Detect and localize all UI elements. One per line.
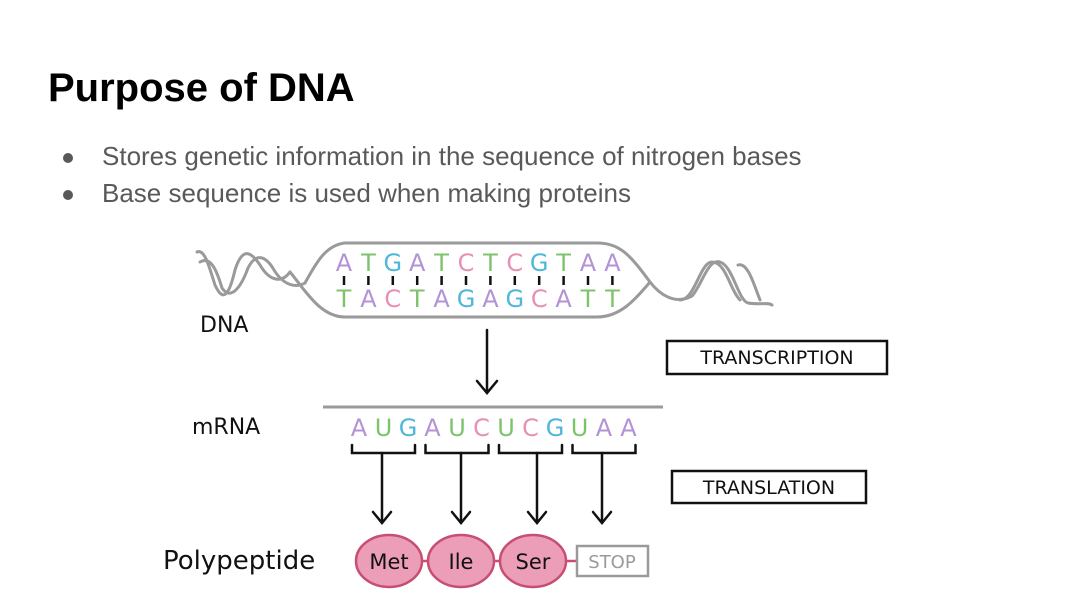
- amino-acid-label: Met: [369, 550, 408, 574]
- mrna-base: C: [522, 414, 539, 442]
- amino-acid-circle: [498, 533, 568, 589]
- dna-bottom-base: T: [336, 285, 352, 313]
- dna-bottom-base: C: [531, 285, 548, 313]
- dna-bottom-base: T: [604, 285, 620, 313]
- codon-bracket: [571, 443, 637, 455]
- amino-acid-label: Ile: [449, 550, 474, 574]
- dna-bottom-base: A: [482, 285, 499, 313]
- mrna-base: G: [546, 414, 565, 442]
- bullet-dot: [63, 153, 73, 163]
- dna-bottom-base: G: [457, 285, 476, 313]
- codon-bracket: [424, 443, 490, 455]
- dna-helix: [195, 241, 774, 319]
- bullet-item: Base sequence is used when making protei…: [60, 175, 802, 212]
- dna-bottom-base: T: [580, 285, 596, 313]
- codon-brackets: [350, 443, 637, 525]
- mrna-base: U: [497, 414, 515, 442]
- slide-title: Purpose of DNA: [48, 66, 355, 110]
- codon-bracket: [350, 443, 417, 455]
- dna-bottom-base: T: [409, 285, 425, 313]
- codon-bracket: [497, 443, 564, 455]
- mrna-base: G: [399, 414, 418, 442]
- translation-arrowhead: [591, 510, 613, 525]
- dna-base-pair-lines: [342, 276, 614, 285]
- dna-top-base: A: [604, 249, 621, 277]
- mrna-base: A: [596, 414, 613, 442]
- stop-label: STOP: [588, 552, 636, 573]
- mrna-label: mRNA: [192, 415, 260, 440]
- dna-top-base: T: [555, 249, 571, 277]
- dna-top-base: A: [409, 249, 426, 277]
- dna-top-base: G: [530, 249, 549, 277]
- dna-bottom-base: A: [555, 285, 572, 313]
- transcription-label: TRANSCRIPTION: [699, 347, 853, 369]
- dna-bottom-base: G: [505, 285, 524, 313]
- mrna-base: U: [571, 414, 589, 442]
- transcription-box: [665, 339, 889, 376]
- translation-arrowhead: [371, 510, 393, 525]
- stop-box: [575, 544, 650, 578]
- amino-acid-circle: [426, 533, 496, 589]
- transcription-arrow: [475, 328, 499, 395]
- mrna-base: C: [473, 414, 490, 442]
- translation-arrowhead: [450, 510, 472, 525]
- mrna-base: A: [424, 414, 441, 442]
- dna-bottom-base: A: [433, 285, 450, 313]
- mrna-base: U: [375, 414, 393, 442]
- dna-top-base: C: [458, 249, 475, 277]
- dna-bottom-base: C: [384, 285, 401, 313]
- mrna-base: A: [620, 414, 637, 442]
- amino-acid-chain: Met Ile Ser: [354, 533, 577, 589]
- dna-top-base: T: [360, 249, 376, 277]
- dna-top-base: A: [336, 249, 353, 277]
- bullet-text: Base sequence is used when making protei…: [102, 178, 631, 208]
- dna-top-base: T: [433, 249, 449, 277]
- polypeptide-label: Polypeptide: [163, 546, 315, 576]
- bullet-list: Stores genetic information in the sequen…: [60, 138, 802, 212]
- amino-acid-label: Ser: [516, 550, 551, 574]
- bullet-text: Stores genetic information in the sequen…: [102, 141, 802, 171]
- dna-top-base: G: [383, 249, 402, 277]
- amino-acid-circle: [354, 533, 424, 589]
- dna-top-base: A: [580, 249, 597, 277]
- translation-arrowhead: [526, 510, 548, 525]
- dna-label: DNA: [200, 313, 248, 338]
- dna-top-base: T: [482, 249, 498, 277]
- translation-label: TRANSLATION: [702, 477, 835, 499]
- mrna-base: A: [351, 414, 368, 442]
- bullet-dot: [63, 190, 73, 200]
- bullet-item: Stores genetic information in the sequen…: [60, 138, 802, 175]
- dna-top-base: C: [506, 249, 523, 277]
- mrna-base: U: [448, 414, 466, 442]
- translation-box: [670, 469, 868, 505]
- dna-bottom-base: A: [360, 285, 377, 313]
